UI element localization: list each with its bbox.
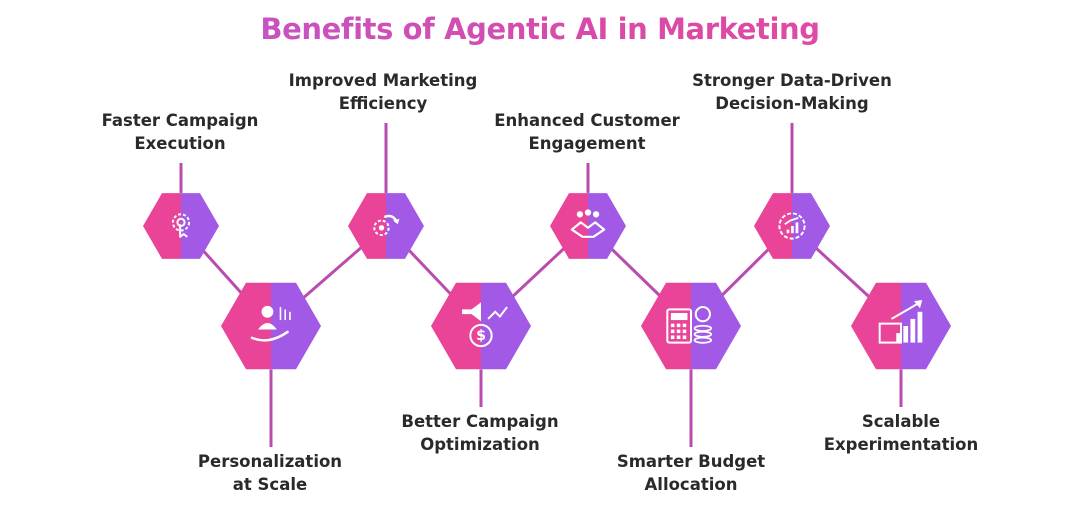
label-line: Experimentation: [823, 435, 979, 454]
benefit-label-scalable-experimentation: Scalable Experimentation: [786, 410, 1016, 456]
svg-text:$: $: [476, 328, 486, 344]
label-line: Improved Marketing: [288, 71, 478, 90]
calculator-coins-icon: [666, 306, 713, 344]
hexagon-shape: [550, 193, 626, 259]
data-chart-icon: [778, 212, 806, 240]
label-line: Better Campaign: [401, 412, 559, 431]
label-line: Optimization: [420, 435, 540, 454]
benefit-node: [221, 282, 321, 370]
label-line: Personalization: [197, 452, 343, 471]
benefit-label-better-campaign-optimization: Better Campaign Optimization: [365, 410, 595, 456]
benefit-node: [550, 193, 626, 259]
person-hand-icon: [250, 305, 291, 342]
hexagon-shape: [348, 193, 424, 259]
benefit-node: [143, 193, 219, 259]
megaphone-dollar-icon: $: [462, 302, 508, 348]
label-line: Allocation: [644, 475, 738, 494]
label-line: Stronger Data-Driven: [692, 71, 892, 90]
benefit-label-stronger-data-driven-decision-making: Stronger Data-Driven Decision-Making: [677, 69, 907, 115]
benefit-label-personalization-at-scale: Personalization at Scale: [155, 450, 385, 496]
label-line: Efficiency: [338, 94, 428, 113]
label-line: Smarter Budget: [616, 452, 766, 471]
benefit-node: [851, 282, 951, 370]
benefit-label-enhanced-customer-engagement: Enhanced Customer Engagement: [472, 109, 702, 155]
benefit-node: [641, 282, 741, 370]
label-line: Engagement: [528, 134, 646, 153]
benefit-node: $: [431, 282, 531, 370]
gears-arrow-icon: [373, 214, 400, 236]
benefit-label-faster-campaign-execution: Faster Campaign Execution: [65, 109, 295, 155]
benefit-label-smarter-budget-allocation: Smarter Budget Allocation: [576, 450, 806, 496]
label-line: Enhanced Customer: [494, 111, 680, 130]
label-line: Faster Campaign: [101, 111, 259, 130]
touch-gear-icon: [171, 213, 191, 238]
benefit-label-improved-marketing-efficiency: Improved Marketing Efficiency: [268, 69, 498, 115]
hexagon-shape: [431, 282, 531, 370]
benefit-node: [348, 193, 424, 259]
label-line: Scalable: [861, 412, 941, 431]
label-line: Execution: [134, 134, 226, 153]
page-title: Benefits of Agentic AI in Marketing: [0, 12, 1080, 46]
benefit-node: [754, 193, 830, 259]
label-line: Decision-Making: [715, 94, 869, 113]
growth-chart-icon: [878, 299, 923, 344]
handshake-icon: [570, 209, 606, 238]
label-line: at Scale: [232, 475, 308, 494]
